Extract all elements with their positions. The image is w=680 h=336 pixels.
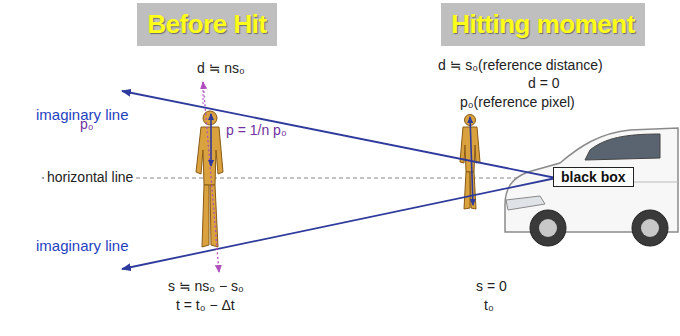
distance-label: d ≒ ns₀ <box>197 60 245 76</box>
pixel-arrow <box>210 114 212 166</box>
pixel-label: p₀ <box>80 116 94 132</box>
node-text: black box <box>561 169 626 185</box>
distance-label: d ≒ s₀(reference distance) <box>438 57 603 73</box>
distance-label: d = 0 <box>528 75 560 91</box>
imaginary-line <box>122 178 556 269</box>
node-text: Hitting moment <box>451 9 635 40</box>
time-label: t = t₀ − Δt <box>176 297 235 313</box>
time-label: t₀ <box>484 297 494 313</box>
gap-label: s = 0 <box>476 278 507 294</box>
line-label: imaginary line <box>36 237 129 254</box>
image-span <box>203 82 204 104</box>
line-label: horizontal line <box>44 169 136 185</box>
pixel-label: p₀(reference pixel) <box>460 94 575 110</box>
gap-label: s ≒ ns₀ − s₀ <box>168 278 244 294</box>
node-text: Before Hit <box>147 9 266 40</box>
image-span <box>203 82 219 272</box>
person-before <box>196 111 223 247</box>
black-box-label: black box <box>553 167 634 187</box>
section-title: Hitting moment <box>441 3 645 46</box>
pixel-arrow <box>470 117 473 205</box>
section-title: Before Hit <box>137 3 276 46</box>
pixel-label: p = 1/n p₀ <box>226 122 287 138</box>
car <box>505 128 678 246</box>
